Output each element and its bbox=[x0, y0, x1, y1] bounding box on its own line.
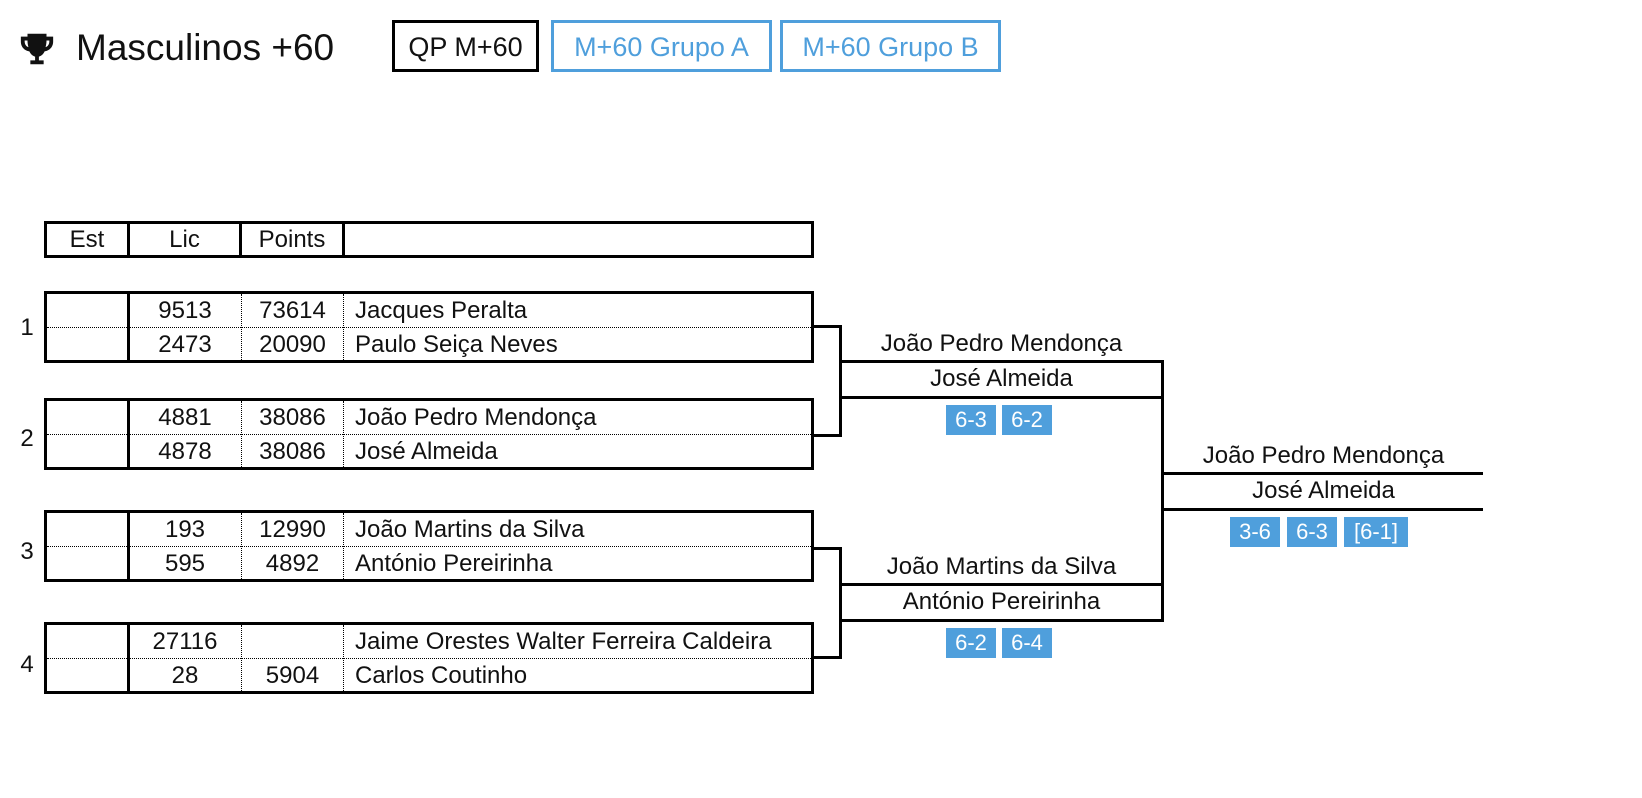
player-row: 595 4892 António Pereirinha bbox=[47, 547, 811, 580]
player-row: 9513 73614 Jacques Peralta bbox=[47, 294, 811, 328]
tab-m60-grupo-a[interactable]: M+60 Grupo A bbox=[551, 20, 772, 72]
bracket-line bbox=[839, 547, 842, 659]
match-player-name: José Almeida bbox=[930, 365, 1073, 392]
match-player-name: João Martins da Silva bbox=[886, 553, 1117, 580]
player-points: 20090 bbox=[259, 331, 326, 358]
final-player-name: José Almeida bbox=[1252, 477, 1395, 504]
set-score-badge: 6-4 bbox=[1002, 628, 1052, 658]
table-header: Est Lic Points bbox=[44, 221, 814, 258]
set-score-badge: 6-3 bbox=[1287, 517, 1337, 547]
draw-entry: 9513 73614 Jacques Peralta 2473 20090 Pa… bbox=[44, 291, 814, 363]
bracket-line bbox=[1161, 508, 1483, 511]
match-player-name: António Pereirinha bbox=[902, 588, 1101, 615]
player-row: 193 12990 João Martins da Silva bbox=[47, 513, 811, 547]
final-player-name: João Pedro Mendonça bbox=[1202, 442, 1445, 469]
player-points: 38086 bbox=[259, 438, 326, 465]
bracket-line bbox=[839, 619, 1164, 622]
player-points: 12990 bbox=[259, 516, 326, 543]
set-score-badge: 6-3 bbox=[946, 405, 996, 435]
seed-number: 3 bbox=[20, 538, 34, 565]
column-header-name bbox=[345, 224, 811, 255]
player-lic: 4878 bbox=[158, 438, 212, 465]
bracket-line bbox=[839, 583, 1164, 586]
draw-entry: 4881 38086 João Pedro Mendonça 4878 3808… bbox=[44, 398, 814, 470]
tab-m60-grupo-b[interactable]: M+60 Grupo B bbox=[780, 20, 1001, 72]
player-lic: 27116 bbox=[152, 628, 218, 655]
player-name: Carlos Coutinho bbox=[355, 662, 528, 689]
draw-entry: 27116 Jaime Orestes Walter Ferreira Cald… bbox=[44, 622, 814, 694]
bracket-line bbox=[814, 656, 842, 659]
page-title: Masculinos +60 bbox=[76, 27, 335, 68]
player-row: 4881 38086 João Pedro Mendonça bbox=[47, 401, 811, 435]
player-points bbox=[243, 625, 342, 658]
player-points: 5904 bbox=[265, 662, 320, 689]
player-points: 73614 bbox=[259, 297, 326, 324]
player-row: 28 5904 Carlos Coutinho bbox=[47, 659, 811, 692]
seed-number: 1 bbox=[20, 314, 34, 341]
seed-number: 4 bbox=[20, 651, 34, 678]
player-points: 38086 bbox=[259, 404, 326, 431]
bracket-line bbox=[839, 360, 1164, 363]
seed-number: 2 bbox=[20, 425, 34, 452]
player-name: João Martins da Silva bbox=[355, 516, 585, 543]
bracket-line bbox=[814, 434, 842, 437]
bracket-line bbox=[1161, 360, 1164, 622]
bracket-line bbox=[814, 325, 842, 328]
tab-qp-m60[interactable]: QP M+60 bbox=[392, 20, 539, 72]
player-name: Jacques Peralta bbox=[355, 297, 528, 324]
bracket-line bbox=[839, 325, 842, 437]
set-score-badge: 6-2 bbox=[1002, 405, 1052, 435]
bracket-line bbox=[1161, 472, 1483, 475]
set-score-badge: 6-2 bbox=[946, 628, 996, 658]
player-lic: 595 bbox=[164, 550, 206, 577]
player-row: 2473 20090 Paulo Seiça Neves bbox=[47, 328, 811, 361]
set-score-badge: 3-6 bbox=[1230, 517, 1280, 547]
tiebreak-score-badge: [6-1] bbox=[1344, 517, 1408, 547]
player-lic: 4881 bbox=[158, 404, 212, 431]
trophy-icon bbox=[20, 33, 54, 65]
player-lic: 2473 bbox=[158, 331, 212, 358]
player-name: António Pereirinha bbox=[355, 550, 553, 577]
match-player-name: João Pedro Mendonça bbox=[880, 330, 1123, 357]
player-points: 4892 bbox=[265, 550, 320, 577]
column-header-est: Est bbox=[69, 226, 105, 253]
bracket-line bbox=[839, 396, 1164, 399]
player-name: João Pedro Mendonça bbox=[355, 404, 597, 431]
player-row: 4878 38086 José Almeida bbox=[47, 435, 811, 468]
column-header-points: Points bbox=[258, 226, 326, 253]
draw-entry: 193 12990 João Martins da Silva 595 4892… bbox=[44, 510, 814, 582]
player-lic: 28 bbox=[171, 662, 199, 689]
player-lic: 193 bbox=[164, 516, 206, 543]
player-name: Paulo Seiça Neves bbox=[355, 331, 558, 358]
player-name: Jaime Orestes Walter Ferreira Caldeira bbox=[355, 628, 772, 655]
column-header-lic: Lic bbox=[169, 226, 200, 253]
player-row: 27116 Jaime Orestes Walter Ferreira Cald… bbox=[47, 625, 811, 659]
bracket-line bbox=[814, 547, 842, 550]
player-name: José Almeida bbox=[355, 438, 498, 465]
player-lic: 9513 bbox=[158, 297, 212, 324]
